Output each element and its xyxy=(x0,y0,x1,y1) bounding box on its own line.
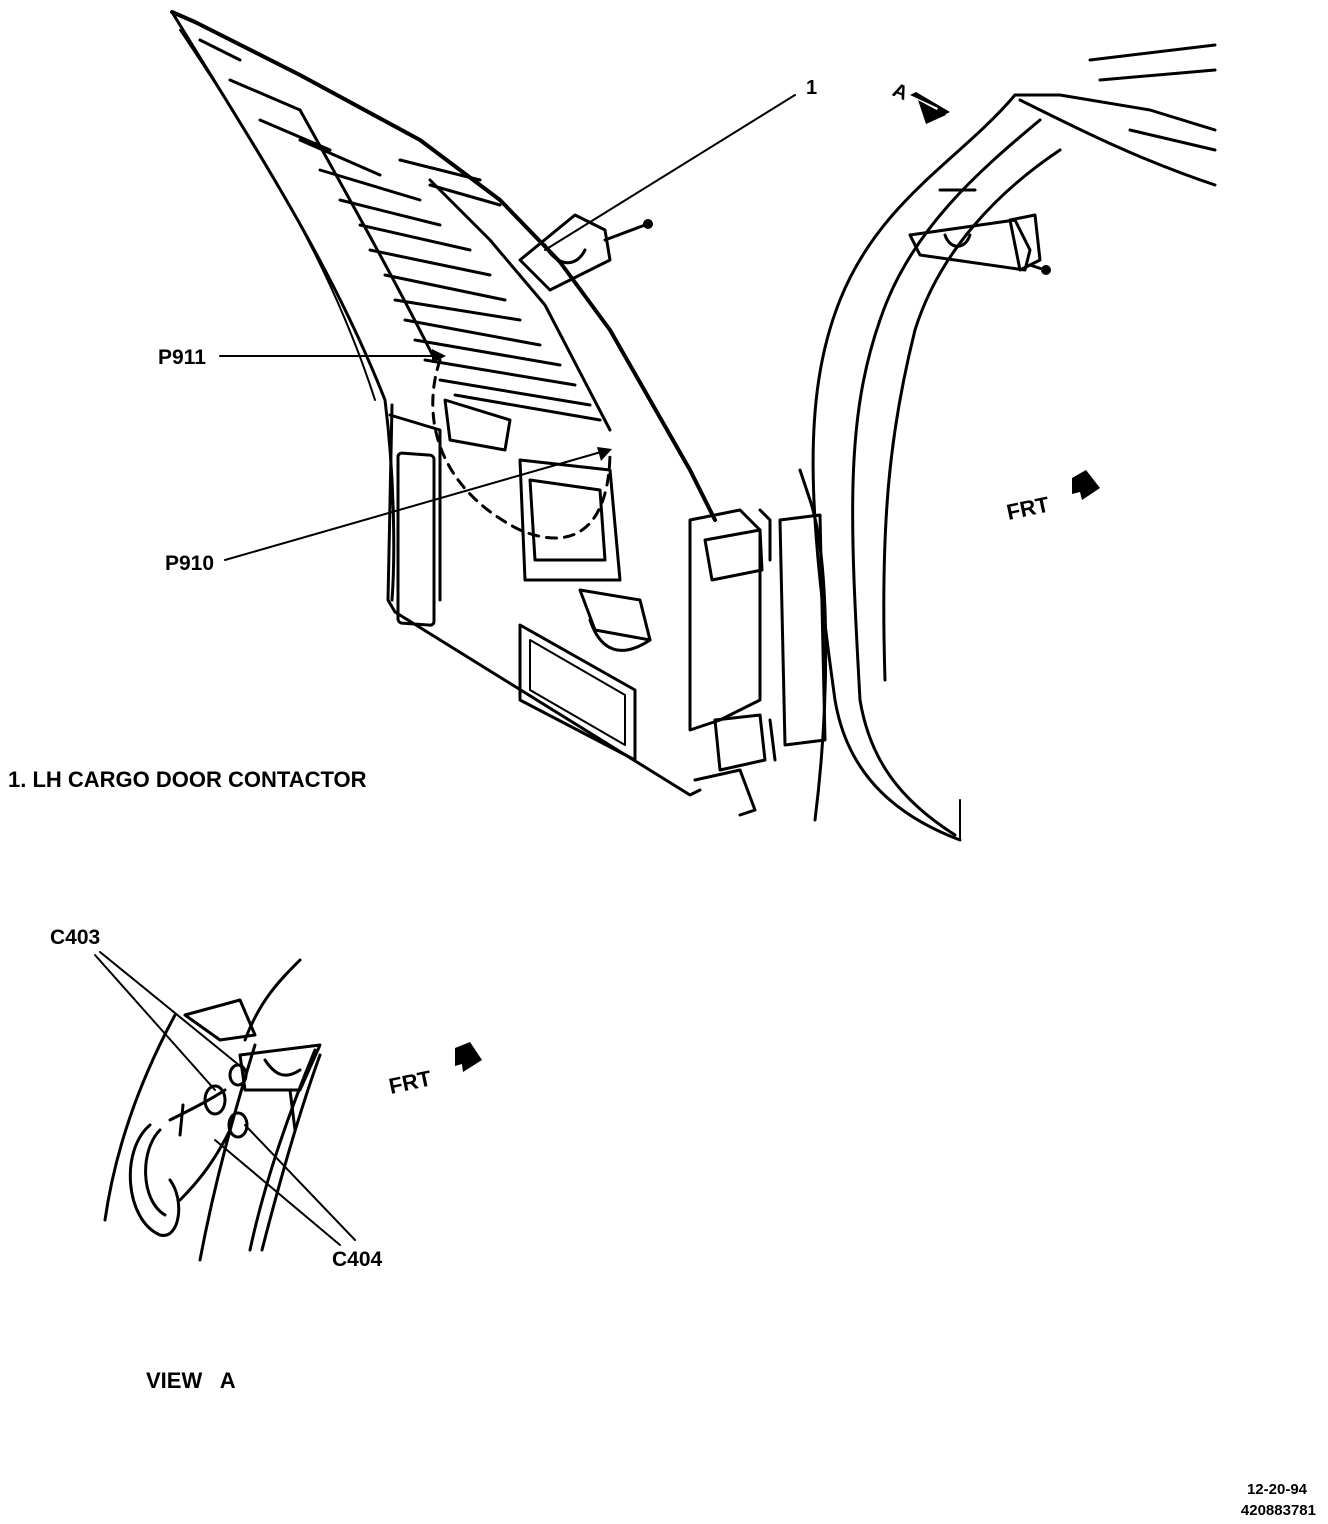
callout-number-1: 1 xyxy=(806,77,817,99)
door-inner-panel xyxy=(386,358,702,797)
figure-id: 420883781 xyxy=(1241,1502,1316,1519)
c404-leader-2 xyxy=(244,1124,356,1241)
c403-leader-1 xyxy=(94,954,216,1091)
legend-item-1: 1. LH CARGO DOOR CONTACTOR xyxy=(8,767,367,792)
door-window xyxy=(170,10,717,602)
door-contactor-bracket xyxy=(518,213,653,292)
p911-arrowhead xyxy=(432,349,446,363)
p910-arrowhead xyxy=(597,447,612,461)
cargo-door-illustration xyxy=(170,10,1217,842)
view-a-leaders xyxy=(94,951,356,1246)
c404-label: C404 xyxy=(332,1248,383,1271)
body-pillar xyxy=(798,43,1217,842)
view-a-frt-label: FRT xyxy=(387,1065,435,1098)
view-arrow-label: A xyxy=(889,79,911,105)
callout-1-leader xyxy=(544,94,796,251)
leader-lines xyxy=(219,94,796,561)
view-a-title: VIEW A xyxy=(146,1368,236,1393)
drawing-date: 12-20-94 xyxy=(1247,1481,1308,1498)
view-a-front-arrow-icon xyxy=(455,1042,482,1072)
door-hinge xyxy=(688,508,827,817)
view-a-direction-arrow-icon xyxy=(910,92,950,124)
body-contactor-bracket xyxy=(908,188,1051,275)
c403-label: C403 xyxy=(50,926,100,949)
p910-leader xyxy=(224,449,609,561)
view-a-illustration xyxy=(94,951,482,1262)
c404-leader-1 xyxy=(214,1139,341,1246)
window-hatching xyxy=(198,38,602,422)
frt-label: FRT xyxy=(1004,491,1052,524)
c403-leader-2 xyxy=(99,951,246,1071)
p911-label: P911 xyxy=(158,346,206,369)
p910-label: P910 xyxy=(165,552,214,575)
front-direction-arrow-icon xyxy=(1072,470,1100,500)
